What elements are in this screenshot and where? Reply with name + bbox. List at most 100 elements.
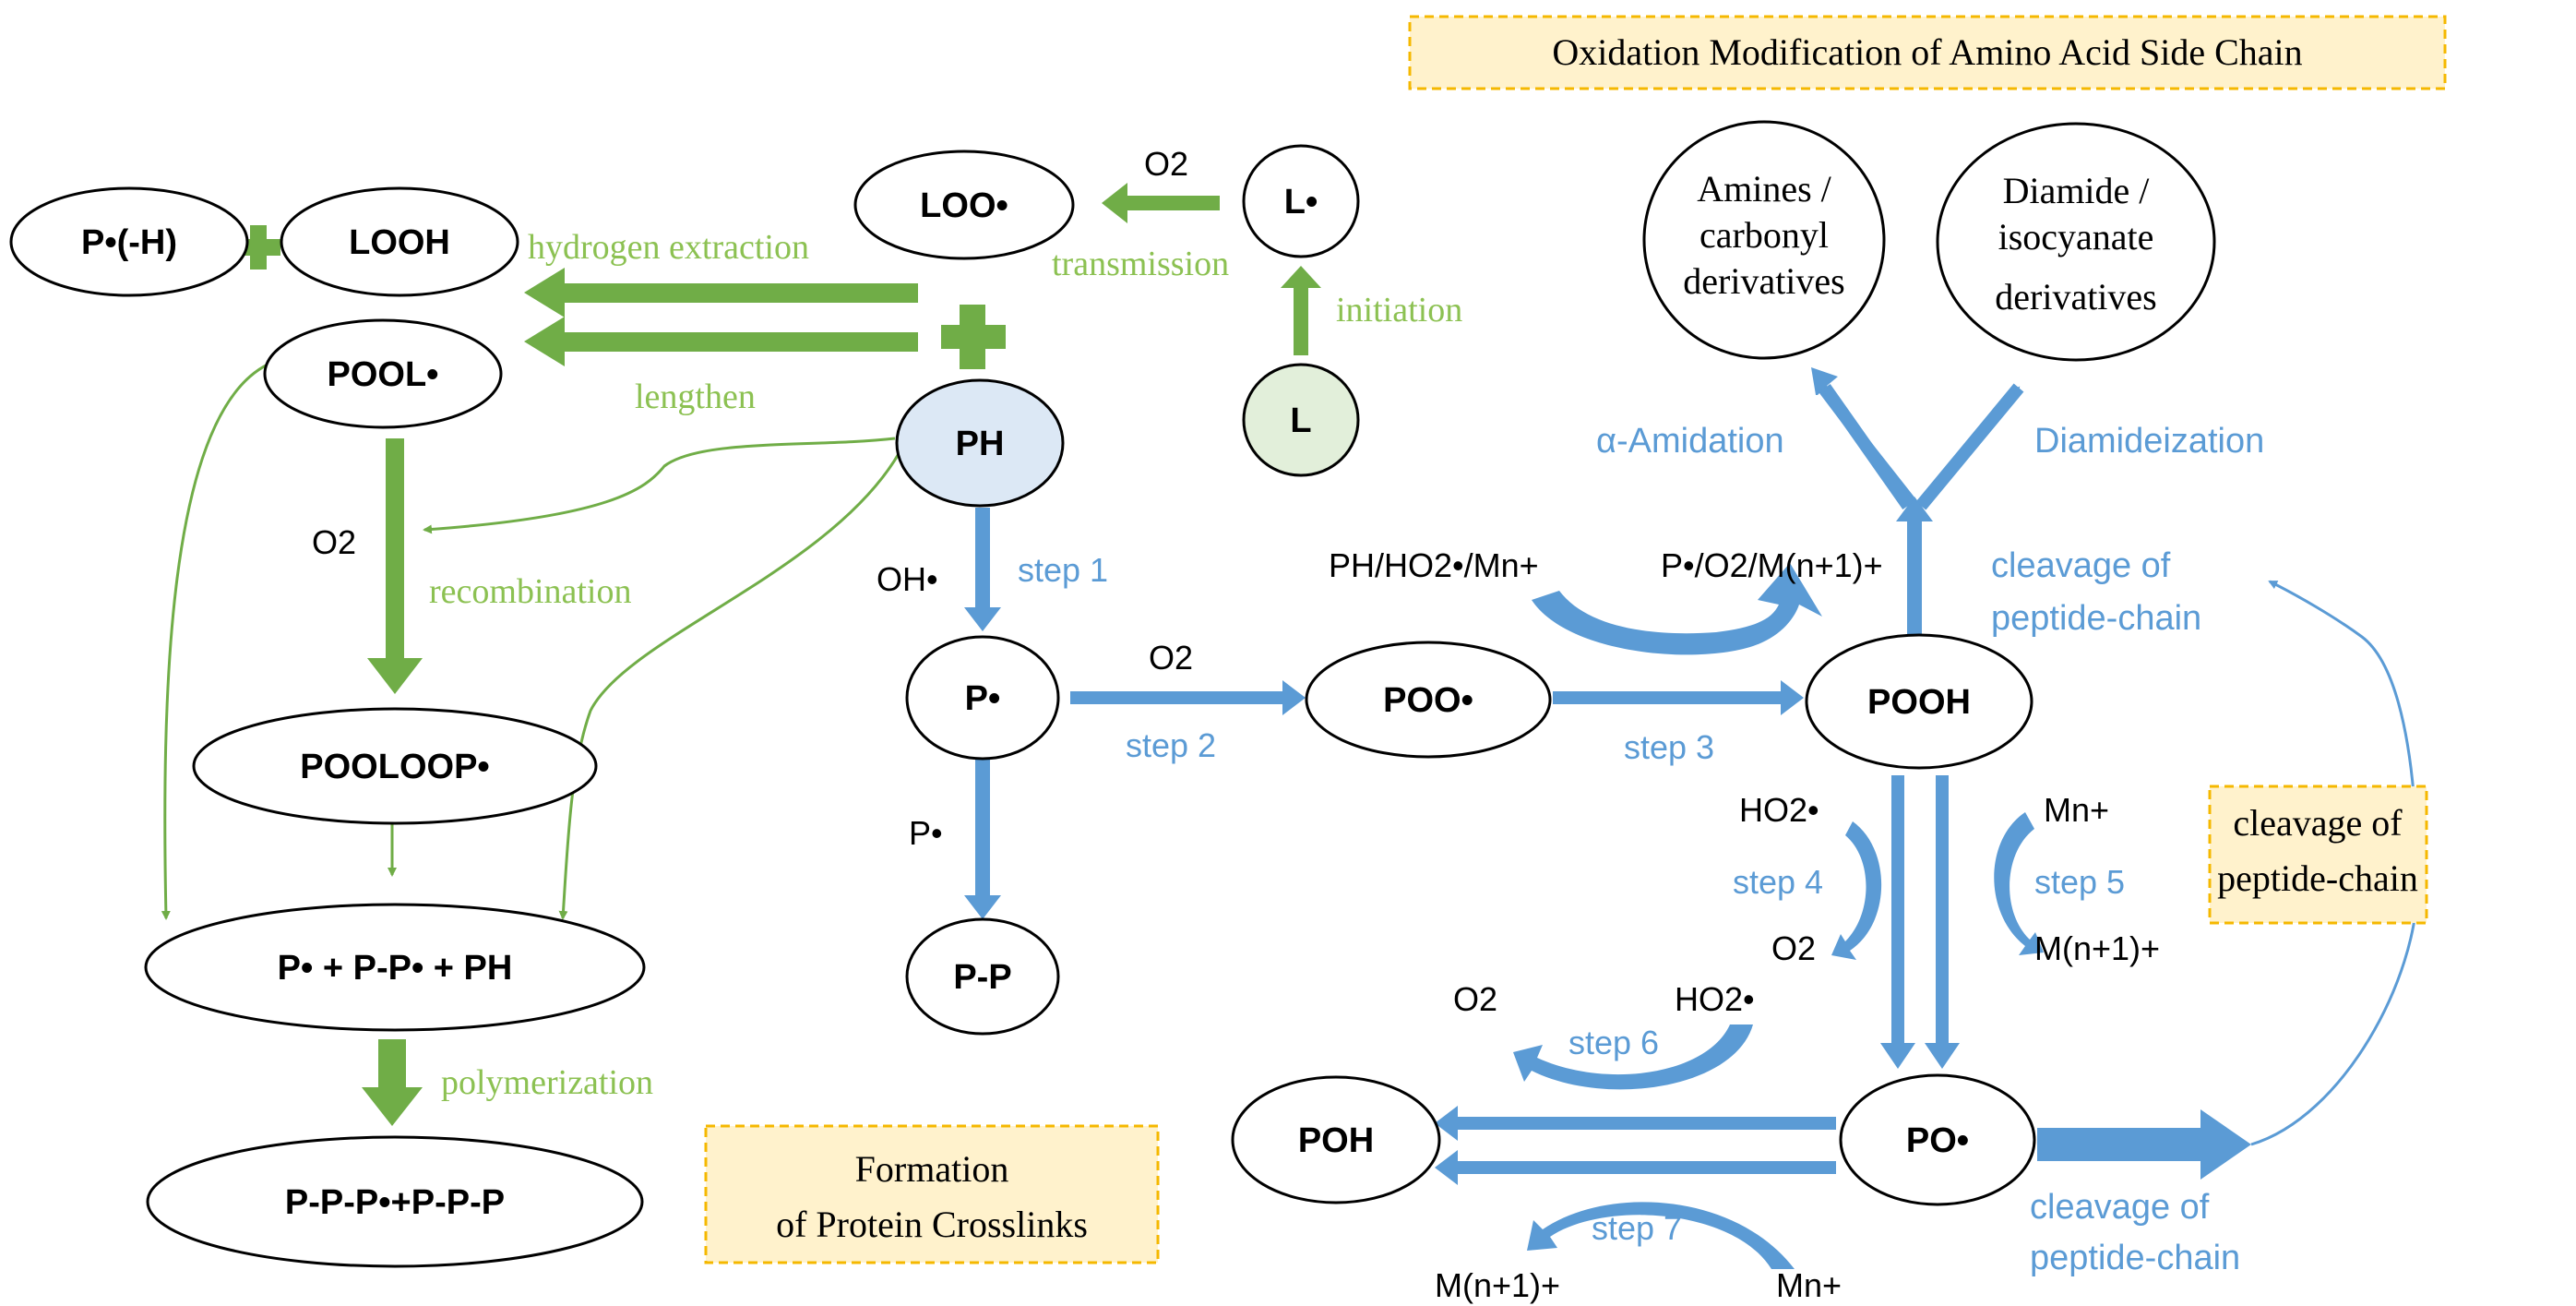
label-step1: step 1 [1018, 551, 1108, 589]
crosslinks-line1: Formation [855, 1148, 1009, 1190]
node-mix: P• + P-P• + PH [144, 903, 646, 1032]
green-arrows [161, 183, 1321, 1126]
label-ho2-step6: HO2• [1675, 980, 1755, 1018]
svg-text:derivatives: derivatives [1683, 260, 1845, 302]
node-ph: PH [895, 378, 1065, 508]
label-recombination: recombination [429, 572, 631, 611]
label-ph-ho2-m: PH/HO2•/Mn+ [1329, 546, 1539, 584]
crosslinks-line2: of Protein Crosslinks [776, 1204, 1088, 1245]
oxidation-title-box: Oxidation Modification of Amino Acid Sid… [1408, 15, 2447, 90]
label-cleavage-top-1: cleavage of [1991, 546, 2171, 585]
step1-arrow [964, 508, 1001, 631]
label-step3: step 3 [1624, 728, 1714, 766]
node-p-radical: P• [905, 635, 1060, 761]
node-pooh: POOH [1805, 633, 2033, 770]
node-final: P-P-P•+P-P-P [146, 1135, 644, 1268]
step6-curve [1513, 1024, 1753, 1090]
step4-curve [1831, 821, 1882, 960]
node-looh: LOOH [280, 186, 519, 297]
svg-text:POOLOOP•: POOLOOP• [300, 748, 489, 786]
blue-labels: step 1 step 2 step 3 step 4 step 5 step … [1018, 422, 2264, 1277]
node-diamide: Diamide / isocyanate derivatives [1936, 122, 2216, 362]
label-lengthen: lengthen [635, 377, 756, 416]
oxidation-title: Oxidation Modification of Amino Acid Sid… [1552, 31, 2302, 73]
svg-text:LOOH: LOOH [349, 223, 450, 262]
node-pooloop: POOLOOP• [192, 707, 598, 825]
node-l: L [1242, 363, 1360, 477]
pooh-up-arrow [1896, 497, 1933, 637]
svg-text:Diamide /: Diamide / [2003, 170, 2151, 211]
step5-curve [1994, 812, 2044, 955]
svg-text:LOO•: LOO• [920, 186, 1008, 225]
svg-text:P-P-P•+P-P-P: P-P-P•+P-P-P [285, 1183, 505, 1222]
initiation-arrow [1281, 266, 1321, 355]
label-m-step7: M(n+1)+ [1435, 1266, 1560, 1304]
svg-text:derivatives: derivatives [1995, 276, 2157, 318]
svg-text:P• + P-P• + PH: P• + P-P• + PH [278, 949, 513, 988]
nodes: P•(-H) LOOH LOO• L• L POOL• PH POOLOOP• [9, 120, 2216, 1268]
label-p-o2-m: P•/O2/M(n+1)+ [1661, 546, 1883, 584]
node-p-radical-h: P•(-H) [9, 186, 249, 297]
label-cleavage-top-2: peptide-chain [1991, 599, 2201, 638]
po-to-poh-arrow-2 [1435, 1150, 1836, 1185]
blue-arrows [964, 367, 2419, 1269]
label-step6: step 6 [1568, 1024, 1659, 1061]
svg-text:POO•: POO• [1383, 681, 1473, 720]
alpha-amidation-shaft [1819, 383, 1914, 510]
label-transmission: transmission [1052, 245, 1229, 283]
black-labels: O2 O2 OH• P• O2 PH/HO2•/Mn+ P•/O2/M(n+1)… [312, 145, 2160, 1304]
label-initiation: initiation [1336, 291, 1462, 329]
pooh-to-po-arrow-1 [1880, 775, 1915, 1069]
ph-to-mix-line [558, 451, 901, 920]
svg-text:P•(-H): P•(-H) [81, 223, 177, 262]
svg-text:POH: POH [1298, 1121, 1374, 1160]
step7-curve [1527, 1202, 1795, 1269]
cleavage-box-line1: cleavage of [2233, 802, 2403, 844]
svg-text:PO•: PO• [1906, 1121, 1969, 1160]
label-ho2-step4: HO2• [1739, 791, 1819, 829]
label-cleavage-bottom-2: peptide-chain [2030, 1239, 2240, 1277]
svg-text:L•: L• [1284, 183, 1318, 222]
cleavage-box: cleavage of peptide-chain [2208, 785, 2428, 925]
pooh-to-po-arrow-2 [1925, 775, 1960, 1069]
step3-curve [1532, 563, 1822, 655]
crosslinks-box: Formation of Protein Crosslinks [704, 1124, 1160, 1264]
po-cleavage-arrow [2037, 1109, 2251, 1180]
svg-text:PH: PH [956, 425, 1005, 463]
svg-text:isocyanate: isocyanate [1998, 216, 2154, 258]
node-loo: LOO• [853, 150, 1075, 260]
step2-arrow [1070, 680, 1306, 715]
label-m-step5: M(n+1)+ [2034, 929, 2160, 967]
hydrogen-extraction-arrow [524, 268, 918, 318]
label-polymerization: polymerization [441, 1063, 653, 1102]
svg-text:P-P: P-P [953, 958, 1011, 997]
label-o2-step6: O2 [1453, 980, 1497, 1018]
label-cleavage-bottom-1: cleavage of [2030, 1188, 2210, 1227]
label-step7: step 7 [1592, 1209, 1682, 1247]
label-p-radical-small: P• [909, 814, 943, 852]
node-amines: Amines / carbonyl derivatives [1642, 120, 1886, 360]
green-labels: hydrogen extraction lengthen transmissio… [429, 228, 1462, 1102]
svg-text:carbonyl: carbonyl [1699, 214, 1829, 256]
label-o2-top: O2 [1144, 145, 1188, 183]
polymerization-arrow [362, 1039, 423, 1126]
svg-text:P•: P• [965, 679, 1001, 718]
label-oh-radical: OH• [877, 560, 938, 598]
svg-text:POOL•: POOL• [328, 355, 439, 394]
diamideization-shaft [1915, 383, 2024, 510]
node-poo: POO• [1305, 641, 1552, 759]
label-alpha-amidation: α-Amidation [1596, 422, 1784, 461]
node-po: PO• [1839, 1073, 2036, 1206]
recombination-arrow [367, 438, 423, 694]
svg-text:L: L [1290, 401, 1311, 440]
o2-addition-arrow [1102, 183, 1220, 223]
cleavage-box-line2: peptide-chain [2217, 857, 2418, 899]
plus-sign-center [941, 305, 1006, 369]
label-mn-step5: Mn+ [2044, 791, 2109, 829]
label-mn-step7: Mn+ [1776, 1266, 1842, 1304]
node-l-radical: L• [1242, 144, 1360, 258]
lengthen-arrow [524, 317, 918, 366]
step3-arrow [1553, 680, 1804, 715]
label-step4: step 4 [1733, 863, 1823, 901]
